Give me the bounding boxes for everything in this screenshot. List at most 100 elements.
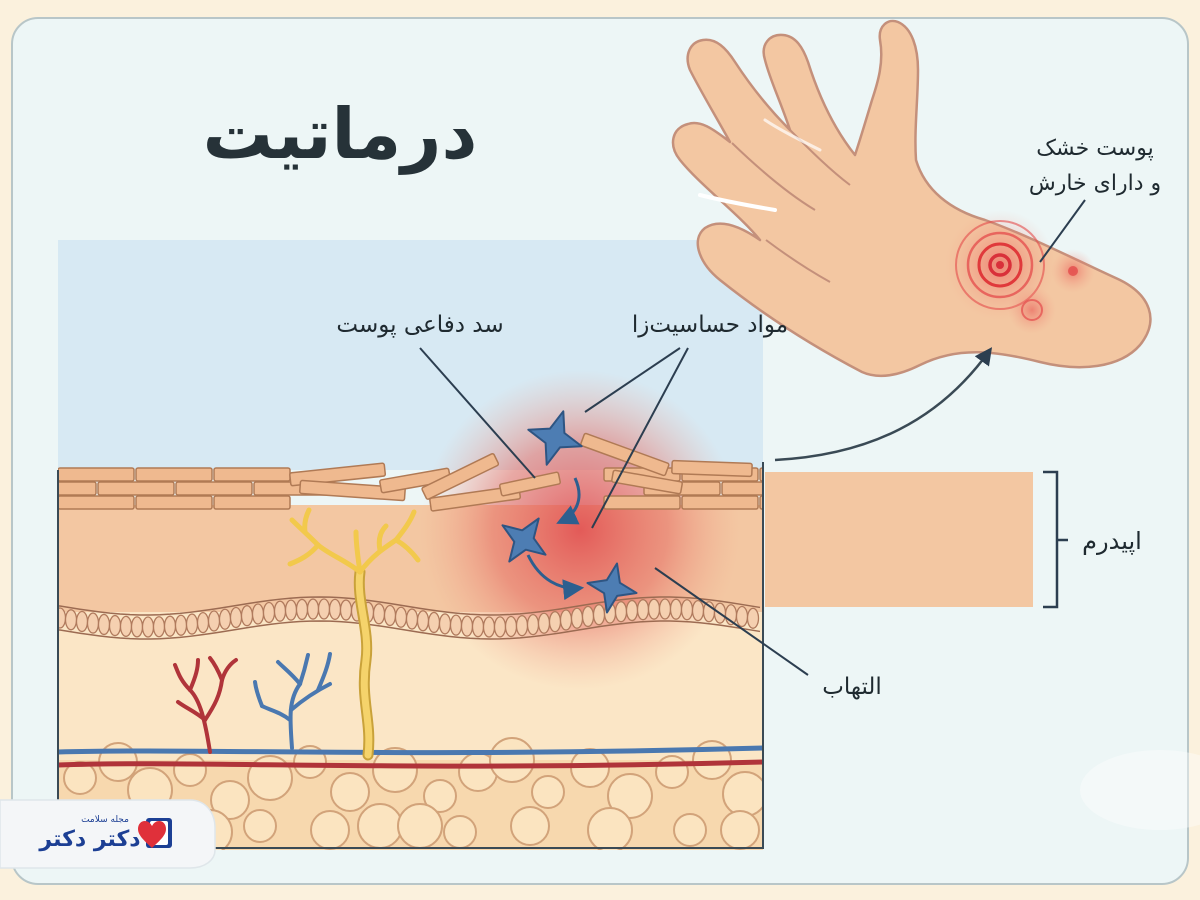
basal-cell bbox=[75, 610, 89, 633]
allergens-leader-line-1 bbox=[584, 347, 681, 413]
basal-cell bbox=[537, 612, 551, 634]
basal-cell bbox=[64, 609, 78, 631]
epidermis-bracket bbox=[1043, 470, 1068, 609]
zoom-arrow bbox=[774, 347, 993, 462]
corneum-brick bbox=[721, 481, 763, 496]
dry-itchy-skin-label-line2: و دارای خارش bbox=[1029, 171, 1161, 196]
basal-cell bbox=[251, 603, 265, 625]
basal-cell bbox=[526, 613, 540, 636]
basal-cell bbox=[273, 600, 287, 622]
basal-cell bbox=[295, 598, 309, 621]
basal-cell bbox=[306, 598, 320, 620]
dry-itchy-skin-label-line1: پوست خشک bbox=[1036, 136, 1153, 161]
basal-cell bbox=[405, 608, 419, 630]
basal-cell bbox=[218, 608, 232, 630]
allergen-path-arrow-1 bbox=[556, 477, 581, 525]
corneum-brick bbox=[603, 495, 681, 510]
basal-cell bbox=[592, 604, 606, 626]
basal-cell bbox=[471, 616, 485, 638]
brand-logo: مجله سلامت دکتر دکتر bbox=[0, 799, 216, 869]
fat-cell bbox=[423, 779, 457, 813]
fat-cell bbox=[510, 806, 550, 846]
vein-horizontal bbox=[58, 745, 763, 756]
basal-cell bbox=[207, 610, 221, 632]
corneum-brick bbox=[58, 495, 135, 510]
basal-cell bbox=[570, 607, 584, 629]
fat-cell bbox=[330, 772, 370, 812]
fat-cell bbox=[210, 780, 250, 820]
corneum-brick bbox=[58, 481, 97, 496]
allergen-star-icon bbox=[586, 562, 638, 614]
basal-cell bbox=[680, 599, 694, 621]
basal-cell bbox=[746, 607, 760, 629]
basal-cell bbox=[493, 616, 507, 638]
fat-cell bbox=[722, 771, 763, 817]
fat-cell bbox=[655, 755, 689, 789]
basal-cell bbox=[108, 614, 122, 637]
allergens-leader-line-2 bbox=[591, 347, 689, 529]
basal-cell bbox=[328, 598, 342, 621]
skin-barrier-leader-line bbox=[419, 347, 536, 479]
basal-cell bbox=[383, 604, 397, 627]
basal-cell bbox=[86, 612, 100, 634]
basal-cell bbox=[416, 610, 430, 632]
allergen-path-arrow-2 bbox=[526, 554, 585, 601]
basal-cell-layer bbox=[58, 596, 761, 640]
vein-branches bbox=[253, 652, 332, 750]
allergens-label: مواد حساسیت‌زا bbox=[632, 312, 788, 338]
fat-cell bbox=[310, 810, 350, 850]
basal-cell bbox=[504, 615, 518, 638]
inflammation-area bbox=[420, 370, 740, 690]
cross-section-border bbox=[57, 462, 764, 849]
fat-cell bbox=[673, 813, 707, 847]
basal-cell bbox=[317, 598, 331, 620]
basal-cell bbox=[97, 613, 111, 636]
basal-cell bbox=[240, 605, 254, 627]
allergen-star-icon bbox=[501, 517, 547, 563]
fat-cell bbox=[243, 809, 277, 843]
corneum-brick bbox=[97, 481, 175, 496]
basal-cell bbox=[284, 599, 298, 621]
basal-cell bbox=[482, 616, 496, 638]
fat-cell bbox=[357, 803, 403, 849]
fat-cell bbox=[489, 737, 535, 783]
fat-cell bbox=[173, 753, 207, 787]
basal-cell bbox=[394, 606, 408, 628]
allergen-star-icon bbox=[527, 410, 583, 466]
damaged-barrier bbox=[289, 432, 753, 512]
basal-cell bbox=[636, 599, 650, 621]
basal-cell bbox=[229, 606, 243, 629]
basal-cell bbox=[449, 614, 463, 636]
fat-cell bbox=[372, 747, 418, 793]
basal-cell bbox=[559, 609, 573, 631]
decorative-highlight bbox=[1080, 750, 1200, 830]
artery-horizontal bbox=[58, 759, 763, 769]
fat-cell bbox=[397, 803, 443, 849]
basal-cell bbox=[669, 598, 683, 620]
corneum-brick bbox=[213, 467, 291, 482]
basal-cell bbox=[460, 615, 474, 637]
corneum-brick bbox=[213, 495, 291, 510]
basal-cell bbox=[625, 599, 639, 622]
logo-tagline: مجله سلامت bbox=[81, 815, 129, 825]
fat-cell bbox=[720, 810, 760, 850]
corneum-brick bbox=[175, 481, 253, 496]
basal-cell bbox=[174, 614, 188, 636]
basal-cell bbox=[141, 616, 155, 638]
epidermis-band bbox=[765, 472, 1033, 607]
basal-cell bbox=[548, 611, 562, 633]
basal-cell bbox=[152, 616, 166, 638]
basal-cell bbox=[163, 615, 177, 637]
nerve bbox=[287, 507, 421, 761]
basal-cell bbox=[130, 616, 144, 638]
basal-cell bbox=[647, 598, 661, 620]
basal-cell bbox=[339, 599, 353, 621]
basal-cell bbox=[438, 613, 452, 635]
basal-cell bbox=[691, 599, 705, 622]
fat-cell bbox=[443, 815, 477, 849]
corneum-brick bbox=[135, 467, 213, 482]
basal-cell bbox=[119, 615, 133, 638]
basal-cell bbox=[658, 598, 672, 620]
basal-cell bbox=[196, 611, 210, 634]
